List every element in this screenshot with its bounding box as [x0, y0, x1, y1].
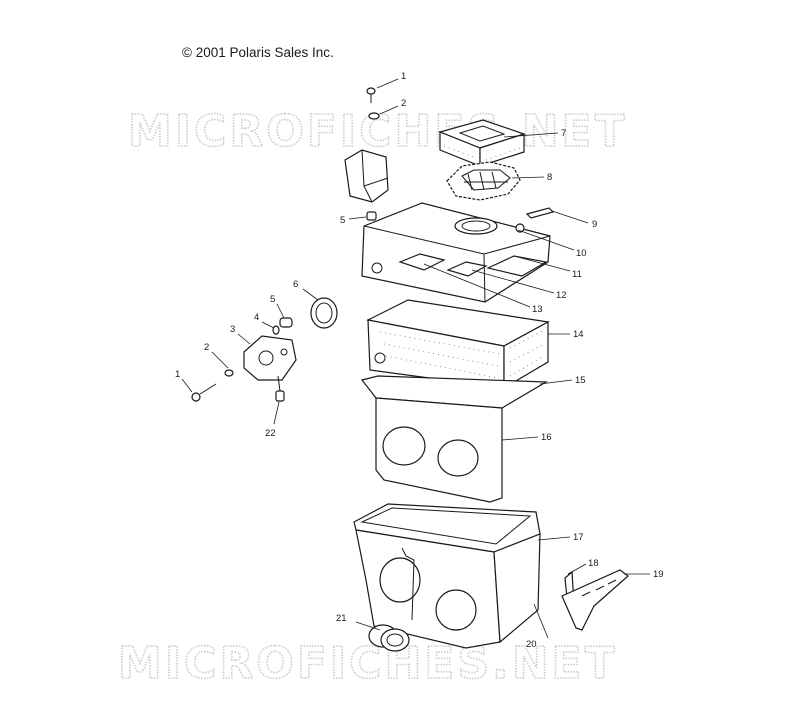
callout-17: 17: [573, 532, 584, 543]
part-8-screen: [446, 161, 521, 201]
part-17-airbox-base: [353, 503, 541, 649]
part-21-boot: [368, 624, 410, 652]
watermark-bottom: MICROFICHES.NET: [118, 638, 618, 689]
part-6-sleeve: [310, 297, 338, 329]
callout-20: 20: [526, 639, 537, 650]
callout-12: 12: [556, 290, 567, 301]
part-3-valve-body: [243, 335, 297, 381]
callout-7: 7: [561, 128, 566, 139]
part-16-baffle: [375, 397, 503, 503]
callout-6: 6: [293, 279, 298, 290]
callout-18: 18: [588, 558, 599, 569]
part-vent-cover: [344, 149, 389, 203]
callout-2-top: 2: [401, 98, 406, 109]
leader-lines: [181, 78, 650, 639]
part-22-stem: [277, 375, 281, 392]
callout-22: 22: [265, 428, 276, 439]
part-2-washer-left: [224, 369, 234, 377]
callout-3: 3: [230, 324, 235, 335]
callout-9: 9: [592, 219, 597, 230]
copyright-notice: © 2001 Polaris Sales Inc.: [182, 45, 334, 60]
callout-14: 14: [573, 329, 584, 340]
callout-15: 15: [575, 375, 586, 386]
callout-11: 11: [572, 269, 582, 280]
callout-16: 16: [541, 432, 552, 443]
part-22-plug: [275, 390, 285, 402]
part-5-fitting: [279, 317, 293, 328]
callout-1-top: 1: [401, 71, 406, 82]
callout-19: 19: [653, 569, 664, 580]
part-7-prefilter: [438, 119, 526, 167]
callout-8: 8: [547, 172, 552, 183]
callout-4: 4: [254, 312, 259, 323]
part-2-washer-top: [368, 112, 380, 120]
callout-10: 10: [576, 248, 587, 259]
part-1-screw-top: [366, 87, 376, 103]
callout-21: 21: [336, 613, 347, 624]
part-13-recess: [398, 253, 446, 271]
part-19-bracket: [561, 569, 629, 631]
callout-5-top: 5: [340, 215, 345, 226]
part-5-nut: [366, 211, 377, 221]
callout-1-left: 1: [175, 369, 180, 380]
callout-2-left: 2: [204, 342, 209, 353]
part-10-airbox-lid: [361, 202, 551, 303]
callout-5-left: 5: [270, 294, 275, 305]
part-14-foam-filter: [366, 299, 550, 390]
part-4-washer: [272, 325, 280, 335]
part-1-screw-left: [191, 383, 217, 402]
part-12-panel: [446, 261, 488, 277]
watermark-top: MICROFICHES.NET: [128, 106, 628, 157]
callout-13: 13: [532, 304, 543, 315]
part-9-strip: [525, 207, 555, 219]
